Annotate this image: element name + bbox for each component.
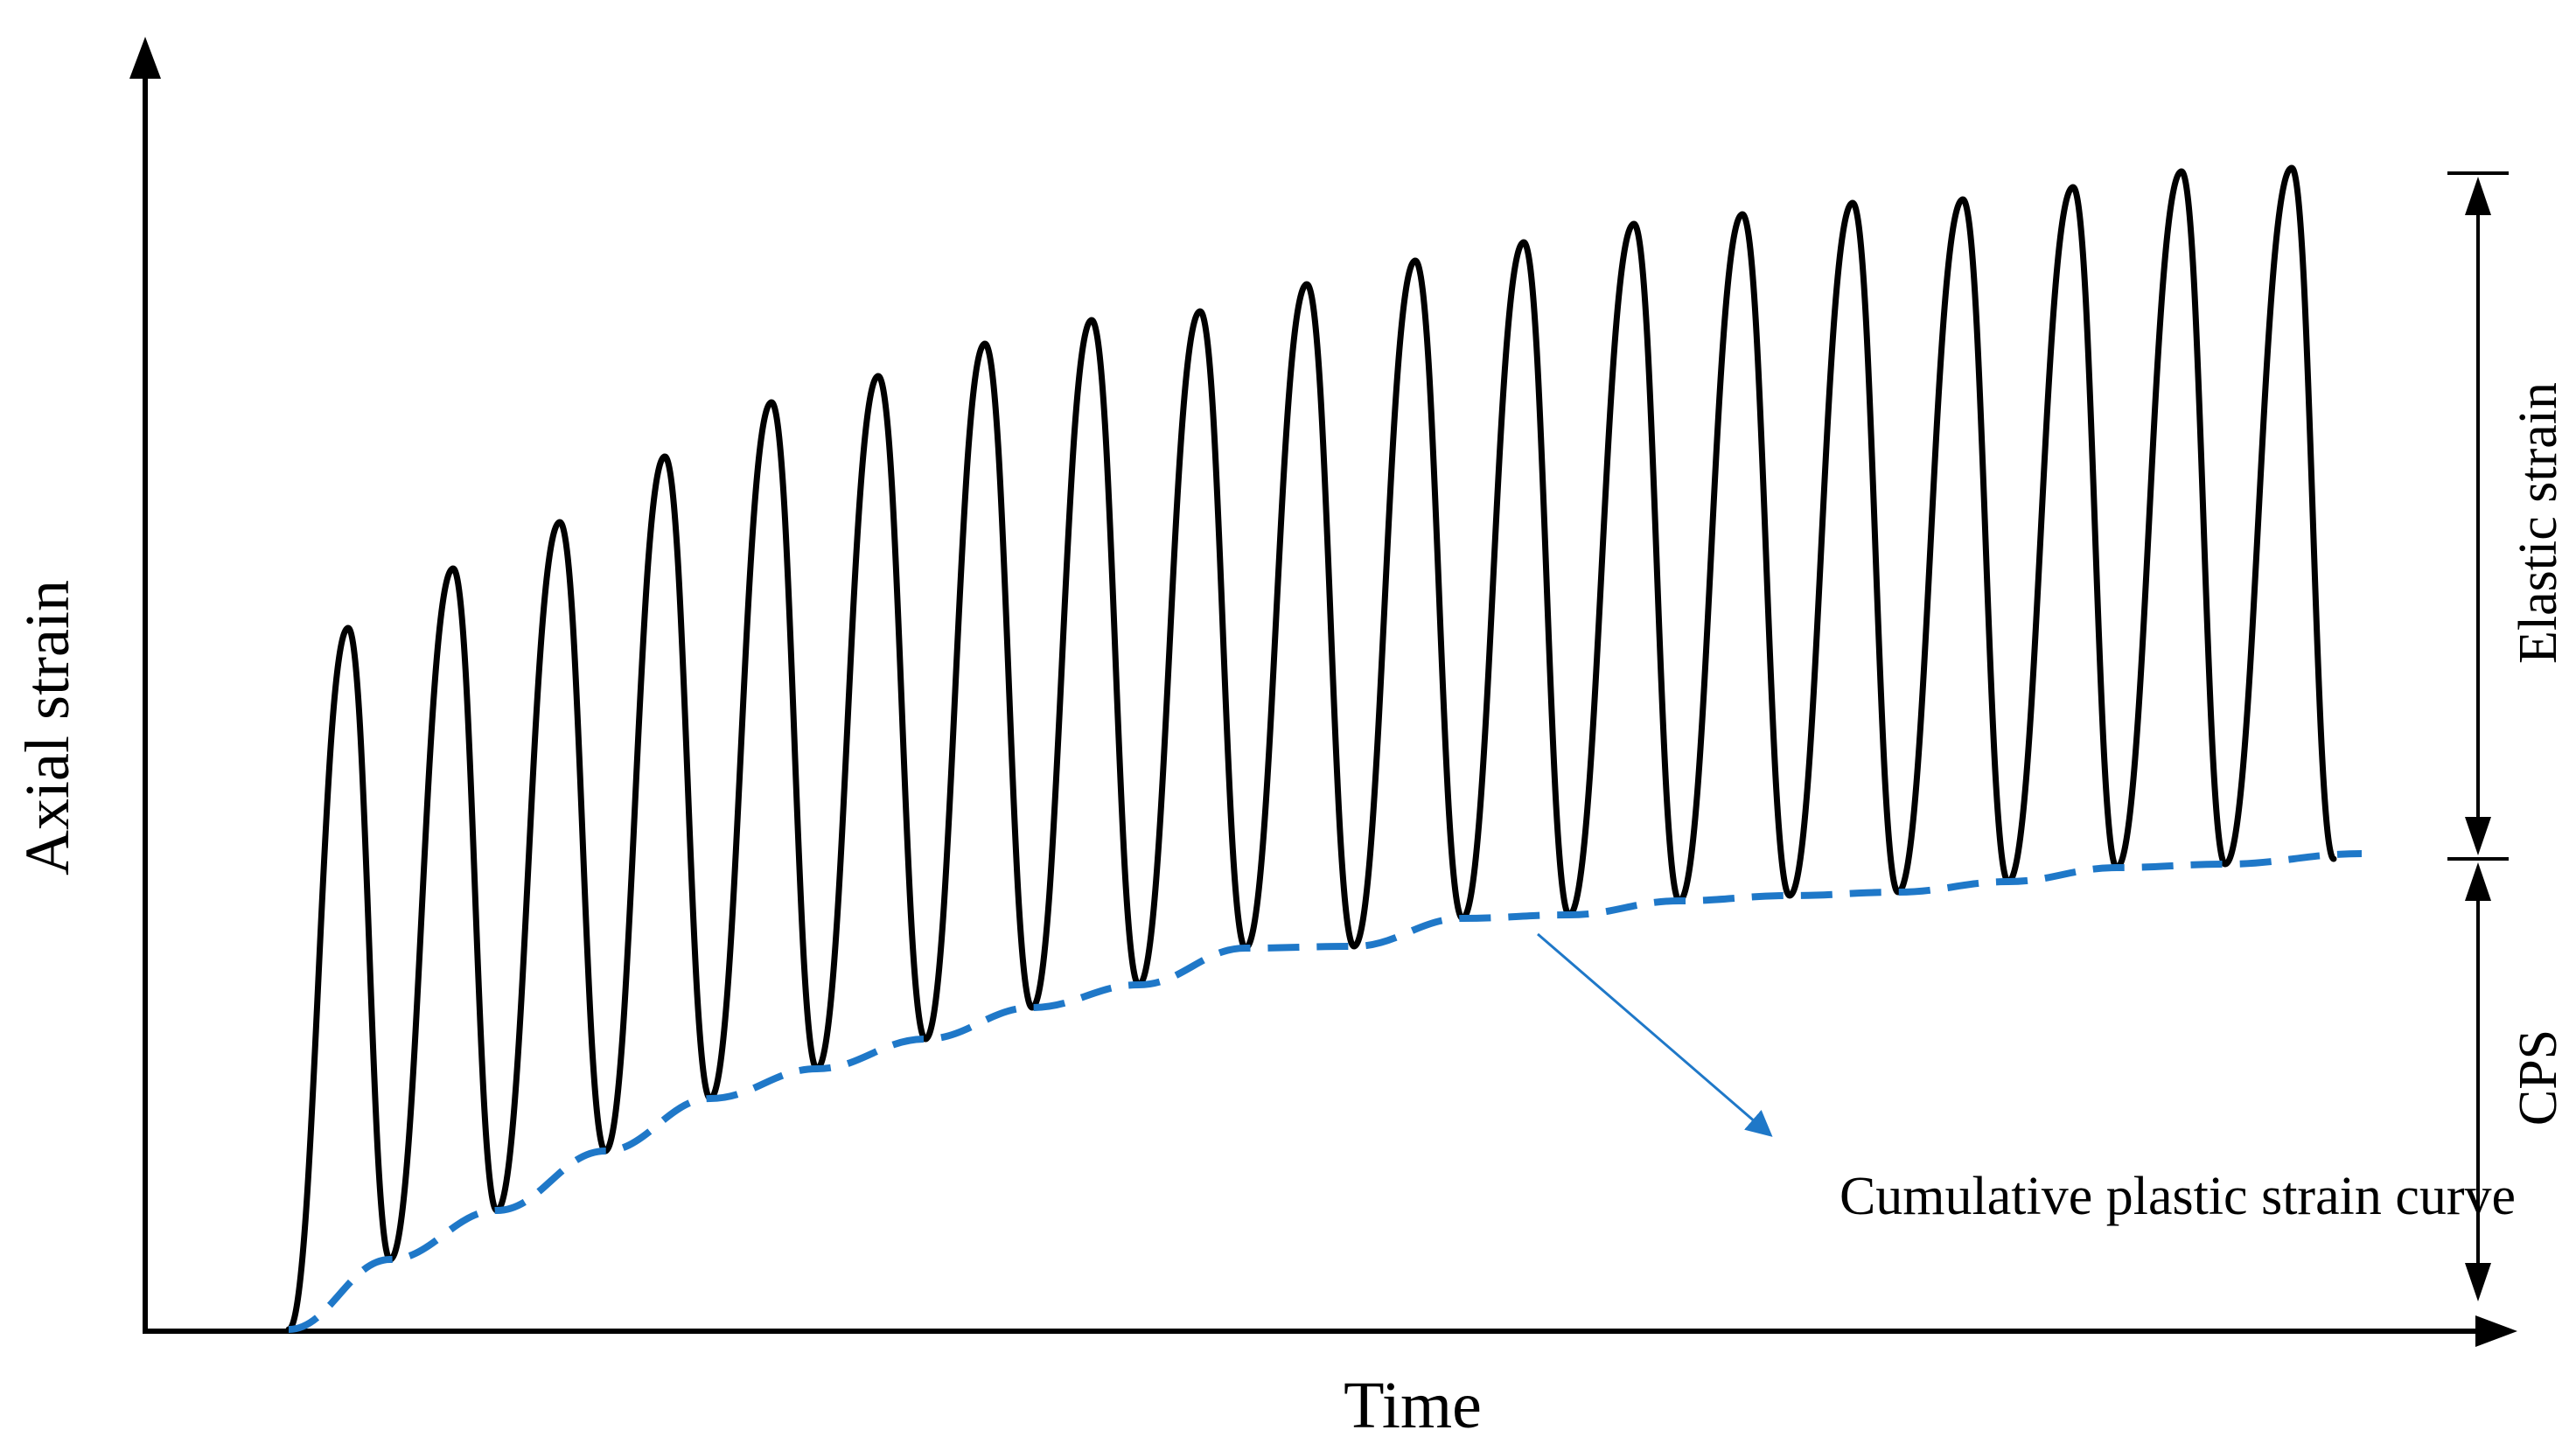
axes bbox=[129, 37, 2517, 1347]
y-axis-label: Axial strain bbox=[12, 580, 82, 875]
cps-down-arrowhead bbox=[2465, 1263, 2491, 1301]
cumulative-plastic-strain-curve bbox=[288, 850, 2363, 1333]
elastic-up-arrowhead bbox=[2465, 177, 2491, 215]
y-axis-arrowhead bbox=[129, 37, 161, 79]
elastic-strain-label: Elastic strain bbox=[2509, 382, 2568, 664]
axial-strain-curve bbox=[285, 164, 2337, 1333]
annotation-label: Cumulative plastic strain curve bbox=[1840, 1167, 2516, 1226]
cps-up-arrowhead bbox=[2465, 862, 2491, 901]
x-axis-label: Time bbox=[1344, 1369, 1482, 1442]
x-axis-arrowhead bbox=[2475, 1315, 2517, 1347]
dimension-markers bbox=[2447, 171, 2509, 1301]
elastic-down-arrowhead bbox=[2465, 817, 2491, 855]
annotation-arrow bbox=[1537, 932, 1773, 1137]
cps-label: CPS bbox=[2509, 1029, 2568, 1126]
